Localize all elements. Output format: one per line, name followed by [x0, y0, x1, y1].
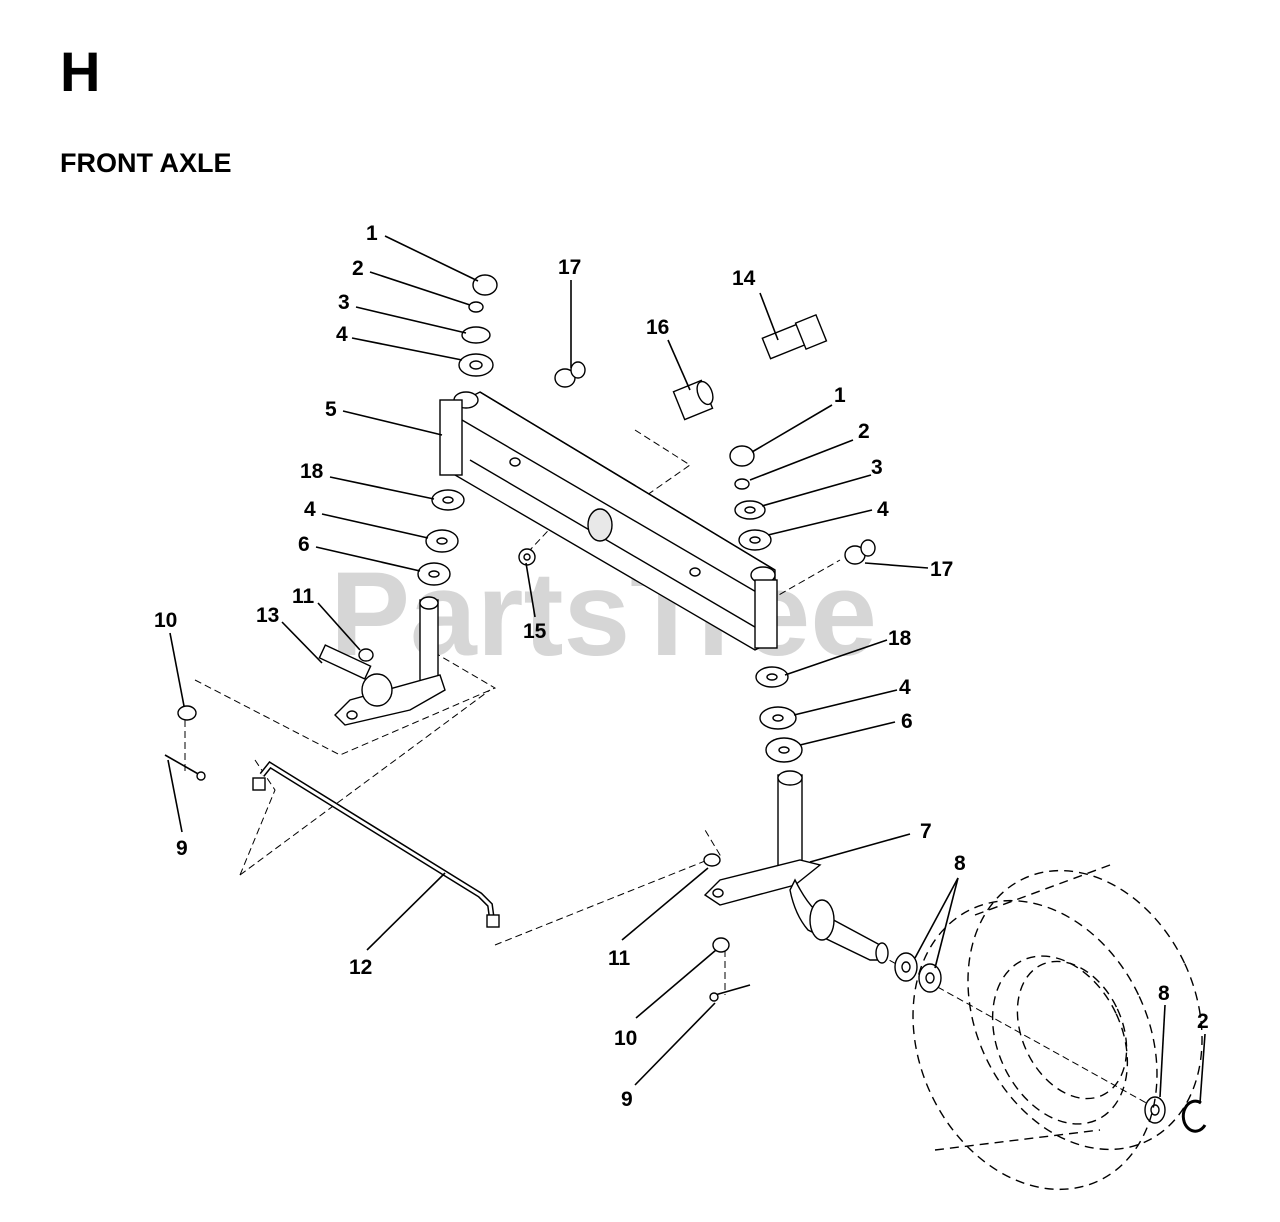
callout-14: 14	[732, 267, 756, 290]
callout-9: 9	[176, 837, 188, 860]
callout-9: 9	[621, 1088, 633, 1111]
callout-11: 11	[292, 585, 315, 608]
callout-4: 4	[336, 323, 348, 346]
leader-lines	[167, 235, 1206, 1104]
left-king-pin-hardware	[417, 274, 498, 586]
callout-17: 17	[558, 256, 581, 279]
callout-13: 13	[256, 604, 279, 627]
callout-16: 16	[646, 316, 669, 339]
watermark: PartsTree	[330, 547, 877, 681]
phantom-lines	[184, 429, 1151, 1106]
callout-labels: 1 2 3 4 5 17 16 14 1 2 3 4 18 4 6 17 15 …	[154, 222, 1209, 1111]
callout-4: 4	[877, 498, 889, 521]
callout-1: 1	[366, 222, 378, 245]
callout-8: 8	[954, 852, 966, 875]
right-king-pin-hardware	[729, 445, 803, 763]
callout-8: 8	[1158, 982, 1170, 1005]
section-letter: H	[60, 40, 101, 103]
tire-and-wheel	[912, 864, 1203, 1191]
callout-15: 15	[523, 620, 547, 643]
callout-3: 3	[871, 456, 883, 479]
left-spindle	[164, 596, 446, 781]
callout-5: 5	[325, 398, 337, 421]
pivot-hardware	[518, 313, 876, 566]
callout-4: 4	[304, 498, 316, 521]
section-title: FRONT AXLE	[60, 148, 232, 178]
callout-2: 2	[1197, 1010, 1209, 1033]
callout-2: 2	[352, 257, 364, 280]
callout-17: 17	[930, 558, 953, 581]
wheel-hardware	[894, 952, 1207, 1133]
callout-18: 18	[888, 627, 912, 650]
callout-6: 6	[298, 533, 310, 556]
callout-4: 4	[899, 676, 911, 699]
callout-11: 11	[608, 947, 631, 970]
callout-3: 3	[338, 291, 350, 314]
callout-2: 2	[858, 420, 870, 443]
callout-1: 1	[834, 384, 846, 407]
tie-rod	[252, 761, 500, 928]
callout-7: 7	[920, 820, 932, 843]
callout-6: 6	[901, 710, 913, 733]
axle-beam	[439, 391, 778, 651]
callout-12: 12	[349, 956, 372, 979]
callout-10: 10	[154, 609, 177, 632]
right-spindle	[703, 770, 889, 1002]
callout-18: 18	[300, 460, 324, 483]
callout-10: 10	[614, 1027, 637, 1050]
